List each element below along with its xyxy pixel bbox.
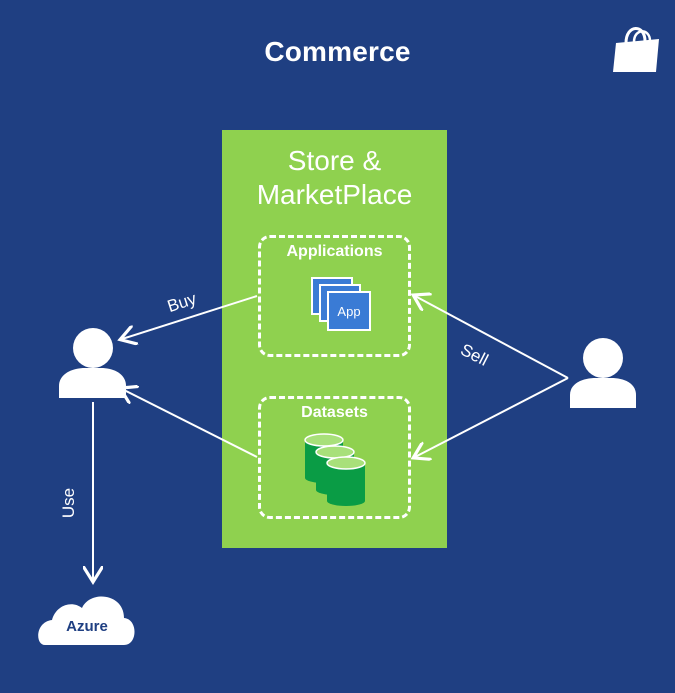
use-label: Use (59, 487, 79, 519)
seller-user-icon (570, 338, 636, 408)
app-icon-label: App (337, 304, 360, 319)
buy-arrow-applications (122, 295, 258, 339)
store-title-line1: Store & (287, 145, 382, 176)
shopping-bag-icon (613, 27, 659, 72)
datasets-box (258, 396, 411, 519)
sell-arrow-datasets (415, 377, 569, 457)
diagram-title: Commerce (264, 36, 411, 67)
database-stack-icon (304, 433, 366, 506)
applications-label: Applications (286, 243, 383, 260)
buy-arrow-datasets (122, 389, 258, 458)
applications-box (258, 235, 411, 357)
buyer-user-icon (59, 328, 126, 398)
azure-label: Azure (66, 618, 108, 635)
azure-cloud-icon (38, 596, 135, 645)
datasets-label: Datasets (301, 404, 368, 421)
store-title-line2: MarketPlace (256, 179, 413, 210)
sell-arrow-applications (415, 296, 569, 379)
store-title: Store & MarketPlace (222, 144, 447, 212)
app-stack-icon (311, 277, 371, 331)
